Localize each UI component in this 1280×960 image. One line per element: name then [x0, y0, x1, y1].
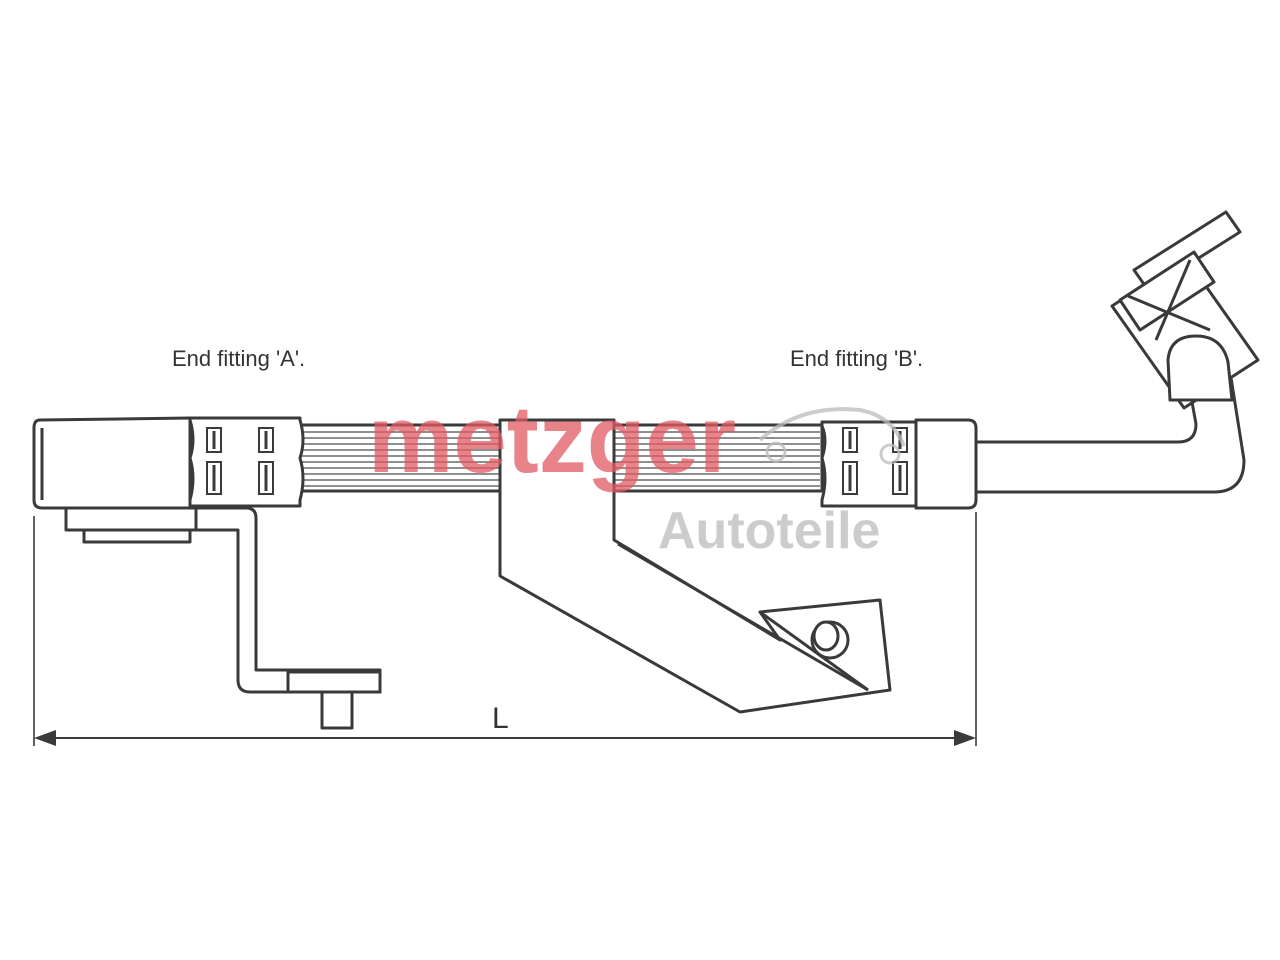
end-fitting-a [32, 416, 305, 510]
arrow-right-icon [954, 730, 976, 746]
arrow-left-icon [34, 730, 56, 746]
watermark-sub: Autoteile [658, 502, 880, 560]
dimension-line: L [33, 512, 977, 746]
end-fitting-b-nut [1110, 210, 1260, 410]
watermark-brand: metzger [368, 386, 736, 493]
watermark-car-icon [758, 407, 906, 447]
bracket-a [64, 506, 382, 730]
end-fitting-b [820, 418, 978, 510]
watermark-logo: metzger Autoteile [368, 386, 906, 560]
label-end-fitting-b: End fitting 'B'. [790, 346, 923, 371]
dimension-label: L [492, 702, 509, 735]
label-end-fitting-a: End fitting 'A'. [172, 346, 305, 371]
centre-bracket [498, 418, 892, 714]
